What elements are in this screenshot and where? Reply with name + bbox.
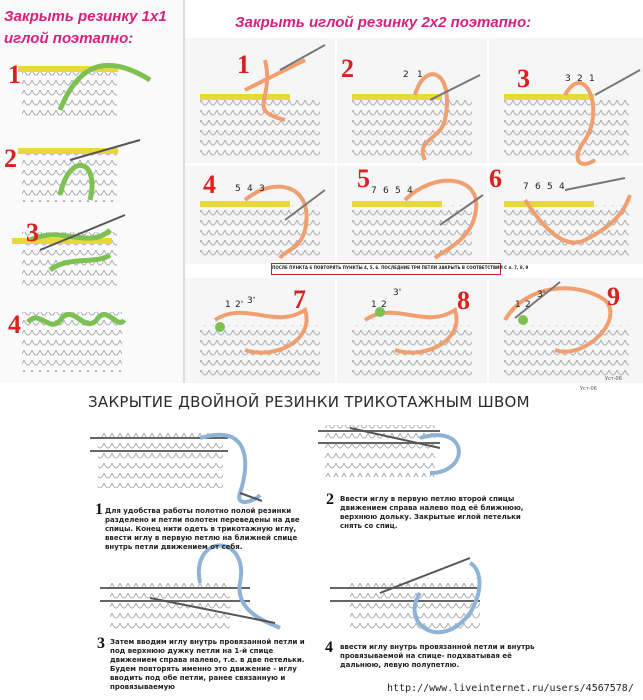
rib-2x2-step-9: 9 xyxy=(607,282,620,311)
loop-label: 3' xyxy=(393,288,402,298)
rib-2x2-step-1: 1 xyxy=(237,50,250,79)
notice-box: ПОСЛЕ ПУНКТА 6 ПОВТОРЯТЬ ПУНКТЫ 4, 5, 6.… xyxy=(271,263,528,275)
rib-1x1-step-4: 4 xyxy=(8,310,21,339)
loop-label: 5 xyxy=(547,182,553,192)
instruction-2-number: 2 xyxy=(326,491,334,508)
rib-2x2-step-5: 5 xyxy=(357,164,370,193)
instruction-1-text: Для удобства работы полотно полой резинк… xyxy=(105,507,300,551)
instruction-4-number: 4 xyxy=(325,639,333,656)
loop-label: 1 xyxy=(371,300,377,310)
rib-1x1-step-3: 3 xyxy=(26,218,39,247)
loop-label: 3 xyxy=(259,184,265,194)
loop-label: 5 xyxy=(235,184,241,194)
double-rib-title: Закрытие двойной резинки трикотажным шво… xyxy=(88,393,530,411)
instruction-4-text: ввести иглу внутрь провязанной петли и в… xyxy=(340,643,535,669)
loop-label: 1 xyxy=(417,70,423,80)
loop-label: 2 xyxy=(381,300,387,310)
rib-2x2-step-3: 3 xyxy=(517,64,530,93)
rib-1x1-title: Закрыть резинку 1х1 иглой поэтапно: xyxy=(4,8,167,47)
rib-2x2-illustration xyxy=(185,38,643,383)
loop-label: 4 xyxy=(407,186,413,196)
rib-2x2-step-4: 4 xyxy=(203,170,216,199)
rib-1x1-panel: Закрыть резинку 1х1 иглой поэтапно: 1 2 … xyxy=(0,0,183,383)
loop-label: 4 xyxy=(559,182,565,192)
loop-label: 6 xyxy=(535,182,541,192)
double-rib-illustration xyxy=(90,425,482,635)
loop-label: 3' xyxy=(247,296,256,306)
corner-mark: Уст-06 xyxy=(580,386,597,392)
loop-label: 5 xyxy=(395,186,401,196)
instruction-3-number: 3 xyxy=(97,635,105,652)
loop-label: 2 xyxy=(403,70,409,80)
double-rib-panel: Закрытие двойной резинки трикотажным шво… xyxy=(0,383,641,700)
instruction-2-text: Ввести иглу в первую петлю второй спицы … xyxy=(340,495,524,530)
rib-2x2-title: Закрыть иглой резинку 2х2 поэтапно: xyxy=(235,14,532,31)
loop-label: 2 xyxy=(525,300,531,310)
rib-2x2-step-7: 7 xyxy=(293,285,306,314)
loop-label: 7 xyxy=(523,182,529,192)
rib-1x1-step-1: 1 xyxy=(8,60,21,89)
instruction-1-number: 1 xyxy=(95,501,103,518)
loop-label: 3' xyxy=(537,290,546,300)
rib-2x2-panel: Закрыть иглой резинку 2х2 поэтапно: xyxy=(183,0,643,383)
loop-label: 2' xyxy=(235,300,244,310)
loop-label: 1 xyxy=(515,300,521,310)
loop-label: 1 xyxy=(589,74,595,84)
rib-1x1-illustration xyxy=(12,62,152,372)
instruction-3-text: Затем вводим иглу внутрь провязанной пет… xyxy=(110,638,305,691)
rib-2x2-step-8: 8 xyxy=(457,286,470,315)
rib-2x2-step-6: 6 xyxy=(489,164,502,193)
loop-label: 1 xyxy=(225,300,231,310)
loop-label: 4 xyxy=(247,184,253,194)
footer-url[interactable]: http://www.liveinternet.ru/users/4567578… xyxy=(387,683,634,694)
rib-2x2-step-2: 2 xyxy=(341,54,354,83)
rib-1x1-step-2: 2 xyxy=(4,144,17,173)
loop-label: 7 xyxy=(371,186,377,196)
loop-label: 2 xyxy=(577,74,583,84)
loop-label: 6 xyxy=(383,186,389,196)
loop-label: 3 xyxy=(565,74,571,84)
corner-mark: Уст-06 xyxy=(605,376,622,382)
